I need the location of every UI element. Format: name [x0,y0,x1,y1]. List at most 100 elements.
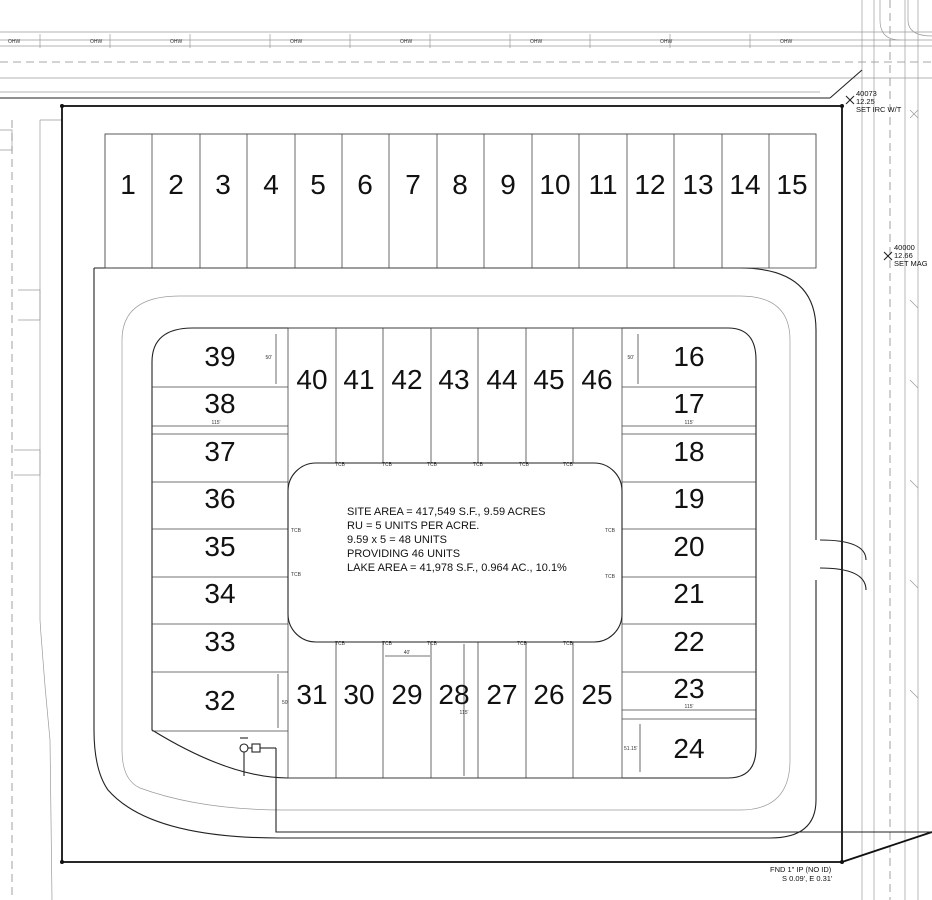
ohw-label: OHW [8,39,21,45]
site-note-line: LAKE AREA = 41,978 S.F., 0.964 AC., 10.1… [347,562,567,574]
corner-offset: S 0.09', E 0.31' [782,874,833,883]
lot-label: 6 [357,169,373,200]
site-notes: SITE AREA = 417,549 S.F., 9.59 ACRES RU … [347,506,567,574]
tcb-label: TCB [382,641,393,647]
lot-label: 42 [391,364,422,395]
tcb-label: TCB [335,641,346,647]
tcb-label: TCB [563,462,574,468]
lot-label: 3 [215,169,231,200]
ohw-label: OHW [400,39,413,45]
tcb-label: TCB [519,462,530,468]
boundary-corner [60,104,64,108]
lot-label: 35 [204,531,235,562]
lot-label: 40 [296,364,327,395]
lot-label: 10 [539,169,570,200]
site-note-line: RU = 5 UNITS PER ACRE. [347,520,479,532]
dimension-label: 51.15' [624,746,638,752]
lot-label: 29 [391,679,422,710]
tcb-label: TCB [563,641,574,647]
lot-label: 25 [581,679,612,710]
boundary-corner [840,860,844,864]
site-note-line: 9.59 x 5 = 48 UNITS [347,534,447,546]
lot-label: 19 [673,483,704,514]
lot-label: 15 [776,169,807,200]
lot-label: 28 [438,679,469,710]
dimension-label: 50' [265,355,272,361]
survey-elevation: 12.66 [894,251,913,260]
dimension-label: 50' [627,355,634,361]
survey-point-1: 40073 12.25 SET IRC W/T [845,89,902,114]
lot-label: 30 [343,679,374,710]
ohw-label: OHW [90,39,103,45]
boundary-corner [60,860,64,864]
right-column-lots: 115' 115' 50' 51.15' 16 17 18 19 20 21 2… [621,328,756,778]
north-road: OHW OHW OHW OHW OHW OHW OHW OHW [0,31,932,99]
lot-label: 32 [204,685,235,716]
lot-label: 39 [204,341,235,372]
left-column-lots: 115' 50' 50' 39 38 37 36 35 34 33 32 [152,328,289,778]
ohw-label: OHW [170,39,183,45]
lot-label: 21 [673,578,704,609]
tcb-label: TCB [605,574,616,580]
lot-label: 46 [581,364,612,395]
dimension-label: 115' [460,710,469,716]
dimension-label: 115' [685,420,694,426]
lift-station [239,737,932,833]
survey-description: SET MAG [894,259,928,268]
west-features [0,119,62,900]
boundary-corner [840,104,844,108]
inner-bottom-lots: 40' 115' 31 30 29 28 27 26 25 [288,642,622,779]
lot-label: 9 [500,169,516,200]
lot-label: 22 [673,626,704,657]
tcb-label: TCB [517,641,528,647]
tcb-label: TCB [473,462,484,468]
lot-label: 13 [682,169,713,200]
lot-label: 16 [673,341,704,372]
lot-label: 14 [729,169,760,200]
lot-label: 1 [120,169,136,200]
lot-label: 20 [673,531,704,562]
lake [287,462,623,643]
tcb-label: TCB [605,528,616,534]
lot-label: 18 [673,436,704,467]
corner-description: FND 1" IP (NO ID) [770,865,832,874]
lot-label: 45 [533,364,564,395]
survey-id: 40073 [856,89,877,98]
lot-label: 24 [673,733,704,764]
lot-label: 23 [673,673,704,704]
lot-label: 36 [204,483,235,514]
inner-top-lots: 40 41 42 43 44 45 46 [288,327,622,463]
lot-label: 27 [486,679,517,710]
ohw-ticks [39,34,751,48]
ohw-label: OHW [780,39,793,45]
tcb-label: TCB [291,572,302,578]
survey-description: SET IRC W/T [856,105,902,114]
east-road [829,0,932,900]
lot-label: 31 [296,679,327,710]
lot-label: 41 [343,364,374,395]
lot-label: 43 [438,364,469,395]
lot-label: 17 [673,388,704,419]
property-boundary [61,105,843,863]
tcb-label: TCB [382,462,393,468]
lot-label: 37 [204,436,235,467]
ohw-label: OHW [530,39,543,45]
tcb-label: TCB [335,462,346,468]
lot-label: 11 [588,169,617,200]
tcb-label: TCB [427,462,438,468]
lot-label: 34 [204,578,235,609]
boundary-corner-note: FND 1" IP (NO ID) S 0.09', E 0.31' [770,865,833,883]
lot-label: 7 [405,169,421,200]
survey-point-2: 40000 12.66 SET MAG [883,243,928,268]
tcb-markers: TCB TCB TCB TCB TCB TCB TCB TCB TCB TCB … [291,462,616,647]
lot-label: 4 [263,169,279,200]
lot-label: 8 [452,169,468,200]
dimension-label: 40' [404,650,411,656]
lot-label: 44 [486,364,517,395]
ohw-label: OHW [290,39,303,45]
lot-label: 2 [168,169,184,200]
lot-label: 12 [634,169,665,200]
site-note-line: PROVIDING 46 UNITS [347,548,460,560]
dimension-label: 50' [282,700,289,706]
